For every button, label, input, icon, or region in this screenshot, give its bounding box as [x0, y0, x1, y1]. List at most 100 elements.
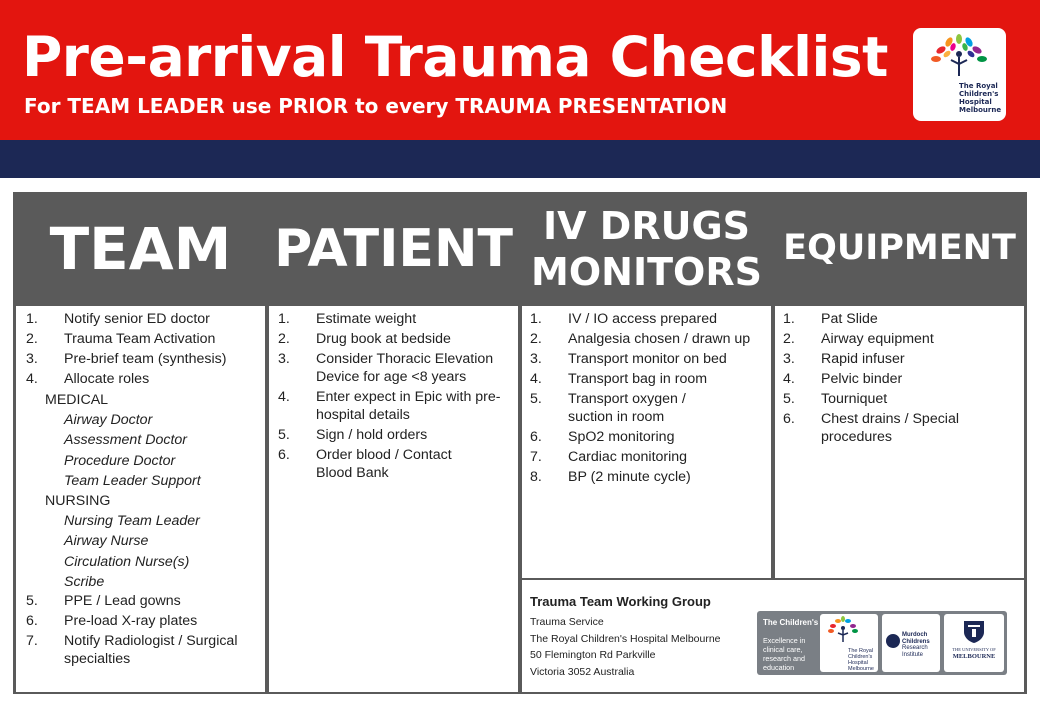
list-item: 6.SpO2 monitoring	[530, 428, 771, 446]
list-item: 7. Notify Radiologist / Surgical specialt…	[26, 632, 265, 668]
rch-partner-logo: The Royal Children's Hospital Melbourne	[820, 614, 878, 672]
item-number: 6.	[26, 613, 38, 630]
item-text: Estimate weight	[316, 311, 417, 327]
partners-heading: The Children's	[763, 618, 819, 627]
item-text: Cardiac monitoring	[568, 449, 688, 465]
partners-description: Excellence in clinical care, research an…	[763, 636, 806, 672]
list-item: 6.Order blood / Contact Blood Bank	[278, 446, 518, 482]
contact-line: Victoria 3052 Australia	[530, 665, 635, 678]
item-text: Analgesia chosen / drawn up	[568, 331, 751, 347]
list-item: 3.Pre-brief team (synthesis)	[26, 350, 265, 368]
monitors-heading-line: MONITORS	[531, 250, 762, 294]
logo-line: Children's	[959, 90, 999, 98]
item-text: PPE / Lead gowns	[64, 593, 181, 610]
list-item: 2.Trauma Team Activation	[26, 330, 265, 348]
item-text: Notify Radiologist / Surgical specialtie…	[64, 633, 238, 668]
list-item: 4.Pelvic binder	[783, 370, 1024, 388]
wordmark-line: Childrens	[902, 638, 930, 645]
item-number: 5.	[530, 391, 542, 407]
item-number: 6.	[278, 447, 290, 463]
item-number: 2.	[783, 331, 795, 347]
item-number: 4.	[530, 371, 542, 387]
list-item: 4. Transport bag in room	[530, 370, 771, 388]
tree-logo-icon	[931, 34, 987, 76]
list-item: 2.Airway equipment	[783, 330, 1024, 348]
item-number: 1.	[530, 311, 542, 327]
rch-logo: The Royal Children's Hospital Melbourne	[913, 28, 1006, 121]
role-item: Procedure Doctor	[64, 452, 176, 469]
drugs-monitors-panel: 1.IV / IO access prepared 2.Analgesia ch…	[522, 306, 771, 578]
wordmark-line: Research	[902, 645, 928, 651]
logo-wordmark: The Royal Children's Hospital Melbourne	[959, 82, 1001, 114]
contact-line: 50 Flemington Rd Parkville	[530, 649, 656, 661]
item-number: 4.	[278, 389, 290, 405]
item-number: 3.	[530, 351, 542, 367]
list-item: 4.Enter expect in Epic with pre-hospital…	[278, 388, 518, 424]
item-number: 3.	[278, 351, 290, 367]
rch-partner-wordmark: The Royal Children's Hospital Melbourne	[848, 648, 874, 672]
item-text: Pat Slide	[821, 311, 878, 327]
drugs-heading-line: IV DRUGS	[543, 204, 750, 248]
uom-wordmark: THE UNIVERSITY OF MELBOURNE	[944, 647, 1004, 661]
equipment-list: 1.Pat Slide 2.Airway equipment 3.Rapid i…	[783, 310, 1024, 446]
partners-text: The Children's Excellence in clinical ca…	[763, 618, 819, 672]
team-list: 1.Notify senior ED doctor 2.Trauma Team …	[26, 310, 265, 388]
list-item: 6. Chest drains / Special procedures	[783, 410, 1024, 446]
item-text: Pre-load X-ray plates	[64, 613, 198, 630]
header-banner: Pre-arrival Trauma Checklist For TEAM LE…	[0, 0, 1040, 140]
item-number: 2.	[530, 331, 542, 347]
wordmark-line: Institute	[902, 651, 924, 658]
tree-logo-icon	[828, 616, 858, 642]
item-number: 2.	[278, 331, 290, 347]
item-number: 6.	[783, 411, 795, 427]
item-number: 7.	[26, 633, 38, 650]
list-item: 2.Drug book at bedside	[278, 330, 518, 348]
item-text: Pre-brief team (synthesis)	[64, 351, 227, 367]
role-item: Airway Nurse	[64, 533, 149, 550]
item-number: 8.	[530, 469, 542, 485]
item-number: 5.	[278, 427, 290, 443]
page-subtitle: For TEAM LEADER use PRIOR to every TRAUM…	[24, 94, 728, 118]
wordmark-line: Children's	[848, 654, 873, 660]
list-item: 8. BP (2 minute cycle)	[530, 468, 771, 486]
item-text: Trauma Team Activation	[64, 331, 216, 347]
list-item: 5. PPE / Lead gowns	[26, 592, 265, 610]
wordmark-line: Hospital	[848, 660, 868, 666]
item-text: Rapid infuser	[821, 351, 905, 367]
item-number: 5.	[26, 593, 38, 610]
team-panel: 1.Notify senior ED doctor 2.Trauma Team …	[16, 306, 265, 692]
contact-line: The Royal Children's Hospital Melbourne	[530, 632, 721, 645]
item-text: Chest drains / Special procedures	[821, 411, 960, 445]
list-item: 3. Rapid infuser	[783, 350, 1024, 368]
equipment-heading-text: EQUIPMENT	[783, 228, 1016, 268]
list-item: 5.Transport oxygen / suction in room	[530, 390, 771, 426]
list-item: 3.Consider Thoracic Elevation Device for…	[278, 350, 518, 386]
item-number: 7.	[530, 449, 542, 465]
medical-label: MEDICAL	[45, 392, 109, 408]
list-item: 5.Tourniquet	[783, 390, 1024, 408]
team-heading: TEAM	[15, 194, 266, 304]
crest-icon	[964, 621, 984, 643]
list-item: 6. Pre-load X-ray plates	[26, 612, 265, 630]
wordmark-line: THE UNIVERSITY OF	[952, 647, 996, 652]
item-number: 4.	[783, 371, 795, 387]
equipment-panel: 1.Pat Slide 2.Airway equipment 3.Rapid i…	[775, 306, 1024, 578]
role-item: Assessment Doctor	[64, 432, 187, 449]
item-text: Sign / hold orders	[316, 427, 428, 443]
list-item: 2. Analgesia chosen / drawn up	[530, 330, 771, 348]
item-text: Transport bag in room	[568, 371, 708, 387]
equipment-heading: EQUIPMENT	[774, 194, 1025, 306]
patient-list: 1.Estimate weight 2.Drug book at bedside…	[278, 310, 518, 482]
team-list-continued: 5. PPE / Lead gowns 6. Pre-load X-ray plat…	[26, 592, 265, 668]
item-number: 3.	[783, 351, 795, 367]
page-title: Pre-arrival Trauma Checklist	[22, 25, 888, 89]
logo-line: The Royal	[959, 82, 998, 90]
list-item: 1.Notify senior ED doctor	[26, 310, 265, 328]
list-item: 7. Cardiac monitoring	[530, 448, 771, 466]
item-text: BP (2 minute cycle)	[568, 469, 691, 485]
item-text: Allocate roles	[64, 371, 150, 387]
list-item: 1.Estimate weight	[278, 310, 518, 328]
item-number: 5.	[783, 391, 795, 407]
contact-org: Trauma Team Working Group	[530, 594, 711, 609]
partners-strip: The Children's Excellence in clinical ca…	[757, 611, 1007, 675]
